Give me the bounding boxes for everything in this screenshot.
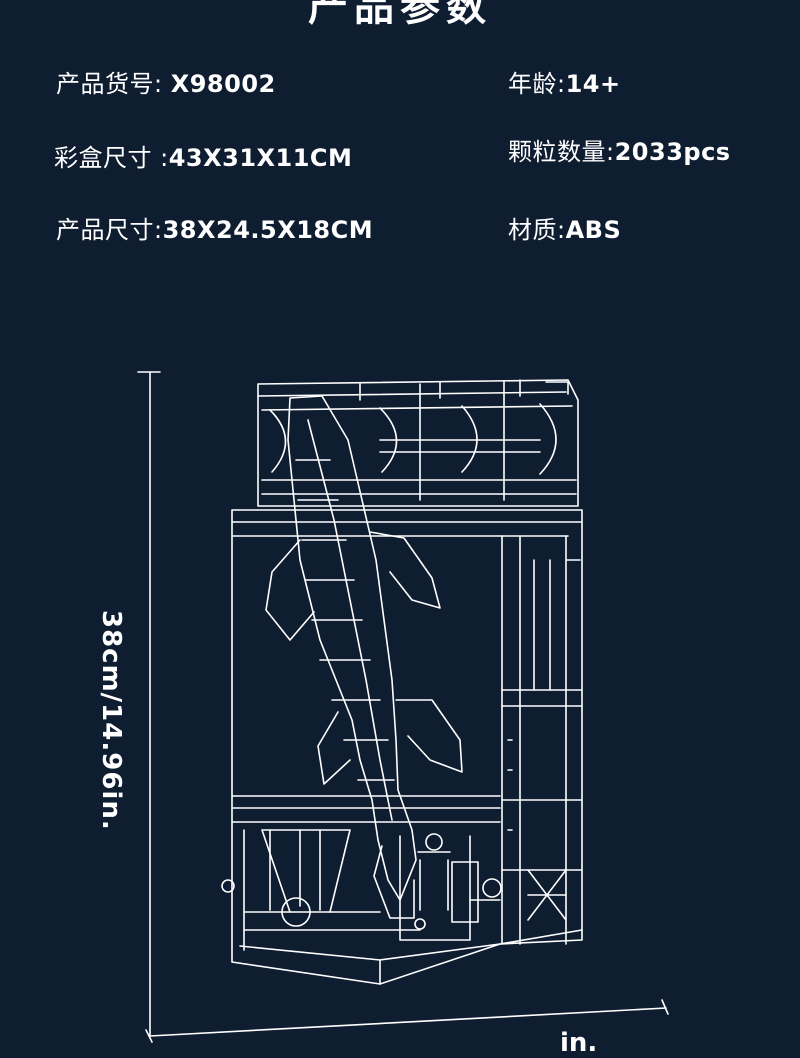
width-dimension-line (145, 999, 669, 1043)
spec-age-value: 14+ (565, 70, 621, 98)
spec-pieces-value: 2033pcs (614, 138, 731, 166)
spec-age-label: 年龄: (508, 70, 566, 98)
spec-product-size-value: 38X24.5X18CM (162, 216, 374, 244)
spec-box-size-label: 彩盒尺寸 : (54, 144, 169, 172)
spec-product-size-label: 产品尺寸: (56, 216, 163, 244)
spec-pieces-label: 颗粒数量: (508, 138, 615, 166)
spec-material: 材质:ABS (508, 210, 621, 245)
height-dimension-line (137, 371, 161, 1037)
width-dimension-label: in. (560, 1028, 598, 1058)
spec-material-value: ABS (565, 216, 622, 244)
spec-age: 年龄:14+ (508, 64, 621, 99)
spec-box-size: 彩盒尺寸 :43X31X11CM (54, 138, 352, 173)
page-title: 产品参数 (308, 0, 492, 30)
spec-item-no-label: 产品货号: (56, 70, 171, 98)
spec-item-no: 产品货号: X98002 (56, 64, 276, 99)
spec-item-no-value: X98002 (170, 70, 276, 98)
koi-aquarium-model (221, 379, 583, 985)
height-dimension-label: 38cm/14.96in. (96, 610, 126, 831)
spec-product-size: 产品尺寸:38X24.5X18CM (56, 210, 373, 245)
spec-pieces: 颗粒数量:2033pcs (508, 132, 731, 167)
spec-box-size-value: 43X31X11CM (168, 144, 353, 172)
spec-material-label: 材质: (508, 216, 566, 244)
